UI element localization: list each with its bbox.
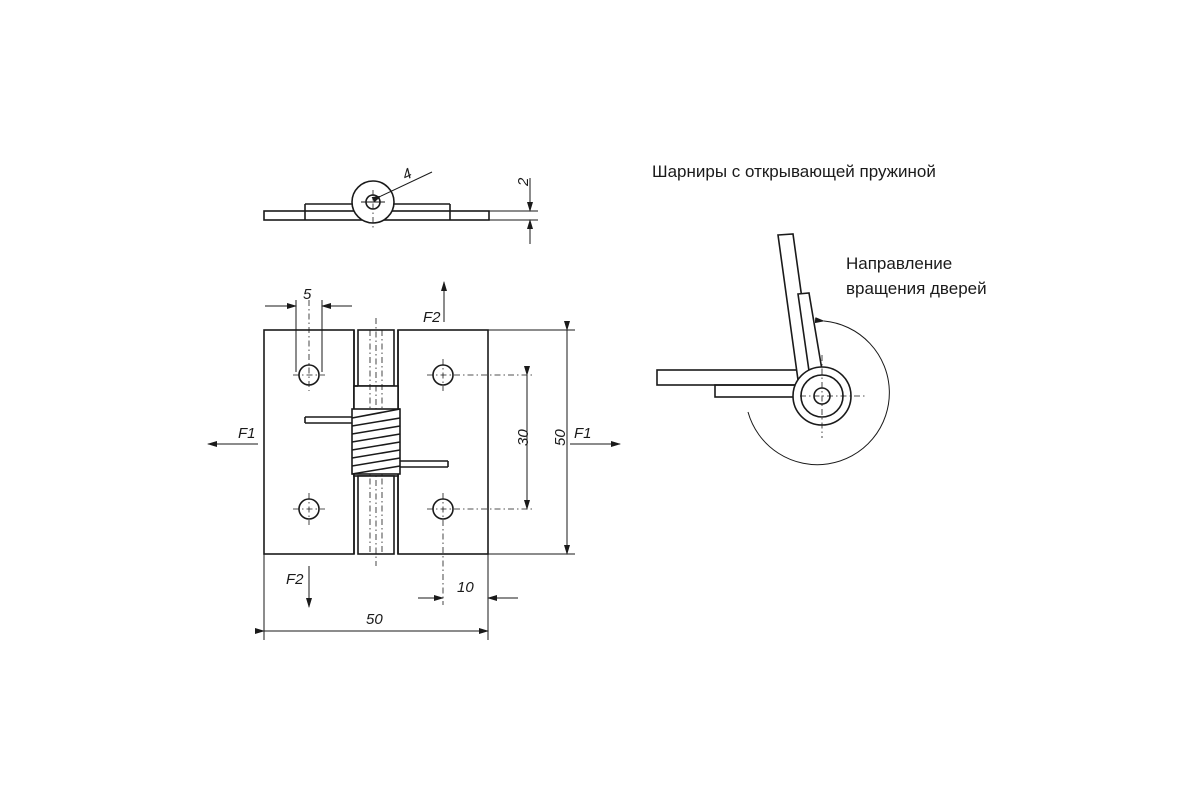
rotation-diagram: Шарниры с открывающей пружиной Направлен… [652, 162, 987, 466]
height-label: 50 [552, 429, 569, 446]
mounting-hole-bottom-right [427, 493, 535, 605]
direction-label-line1: Направление [846, 254, 952, 273]
hole-offset-label: 5 [303, 286, 312, 303]
mounting-hole-bottom-left [293, 493, 325, 525]
force-f1-right-label: F1 [574, 425, 592, 442]
rotation-arc [747, 317, 890, 466]
closed-leaf-inner [714, 384, 804, 398]
hole-edge-label: 10 [457, 579, 474, 596]
spring-coil [351, 408, 401, 475]
mounting-hole-top-right [427, 359, 535, 391]
width-label: 50 [366, 611, 383, 628]
front-view: 5 30 50 10 50 F1 F1 F2 F2 [207, 281, 621, 640]
diagram-title: Шарниры с открывающей пружиной [652, 162, 936, 181]
direction-label-line2: вращения дверей [846, 279, 987, 298]
top-view: 4 2 [263, 165, 538, 244]
force-f1-left-label: F1 [238, 425, 256, 442]
thickness-label: 2 [515, 177, 532, 187]
force-f2-top-label: F2 [423, 309, 441, 326]
hole-spacing-label: 30 [515, 429, 532, 446]
pin-diameter-label: 4 [400, 165, 415, 184]
closed-leaf [656, 369, 804, 386]
force-f2-bottom-label: F2 [286, 571, 304, 588]
mounting-hole-top-left [293, 300, 325, 391]
